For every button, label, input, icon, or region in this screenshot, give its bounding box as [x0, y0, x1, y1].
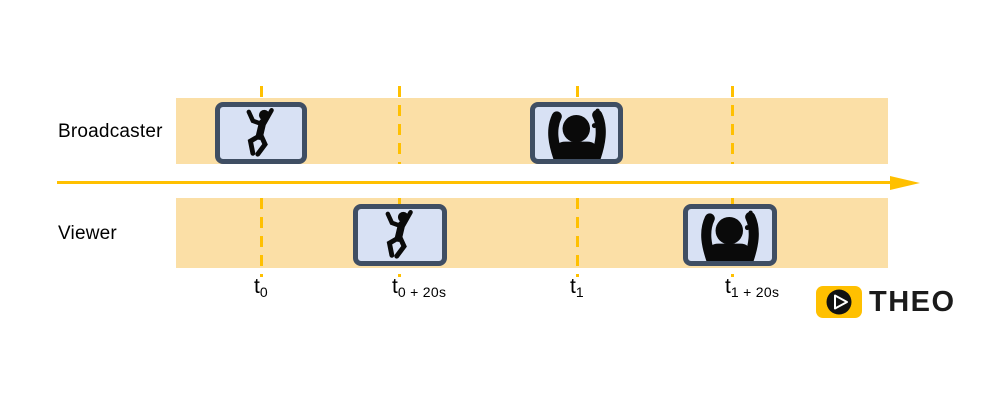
timeline-axis-line	[57, 181, 891, 185]
tick-subscript: 1	[575, 284, 584, 300]
viewer-row-label: Viewer	[58, 223, 117, 244]
viewer-timeline-band	[176, 198, 888, 268]
cheering-person-icon	[701, 210, 759, 261]
event-screen-viewer-t0plus20s	[353, 204, 447, 266]
tick-subscript: 0 + 20s	[397, 284, 447, 300]
event-screen-broadcaster-t0	[215, 102, 307, 164]
time-marker-t1plus20s-upper	[730, 86, 734, 164]
dancing-person-icon	[385, 210, 413, 259]
event-screen-viewer-t1plus20s	[683, 204, 777, 266]
timeline-arrowhead-icon	[890, 176, 920, 190]
tick-main: t	[254, 275, 260, 298]
tick-label-t0: t0	[254, 275, 268, 300]
tick-subscript: 1 + 20s	[730, 284, 780, 300]
time-marker-t1-lower	[575, 198, 579, 277]
broadcaster-row-label: Broadcaster	[58, 121, 163, 142]
theo-play-icon	[816, 286, 862, 318]
event-screen-broadcaster-t1	[530, 102, 623, 164]
tick-label-t1plus20s: t1 + 20s	[725, 275, 780, 300]
tick-label-t1: t1	[570, 275, 584, 300]
theo-wordmark: THEO	[869, 286, 956, 318]
tick-subscript: 0	[259, 284, 268, 300]
time-marker-t0-lower	[259, 198, 263, 277]
dancing-person-icon	[246, 108, 274, 157]
tick-main: t	[392, 275, 398, 298]
tick-main: t	[725, 275, 731, 298]
tick-main: t	[570, 275, 576, 298]
time-marker-t0plus20s-upper	[397, 86, 401, 164]
cheering-person-icon	[547, 108, 606, 159]
theo-logo: THEO	[816, 286, 956, 318]
tick-label-t0plus20s: t0 + 20s	[392, 275, 447, 300]
